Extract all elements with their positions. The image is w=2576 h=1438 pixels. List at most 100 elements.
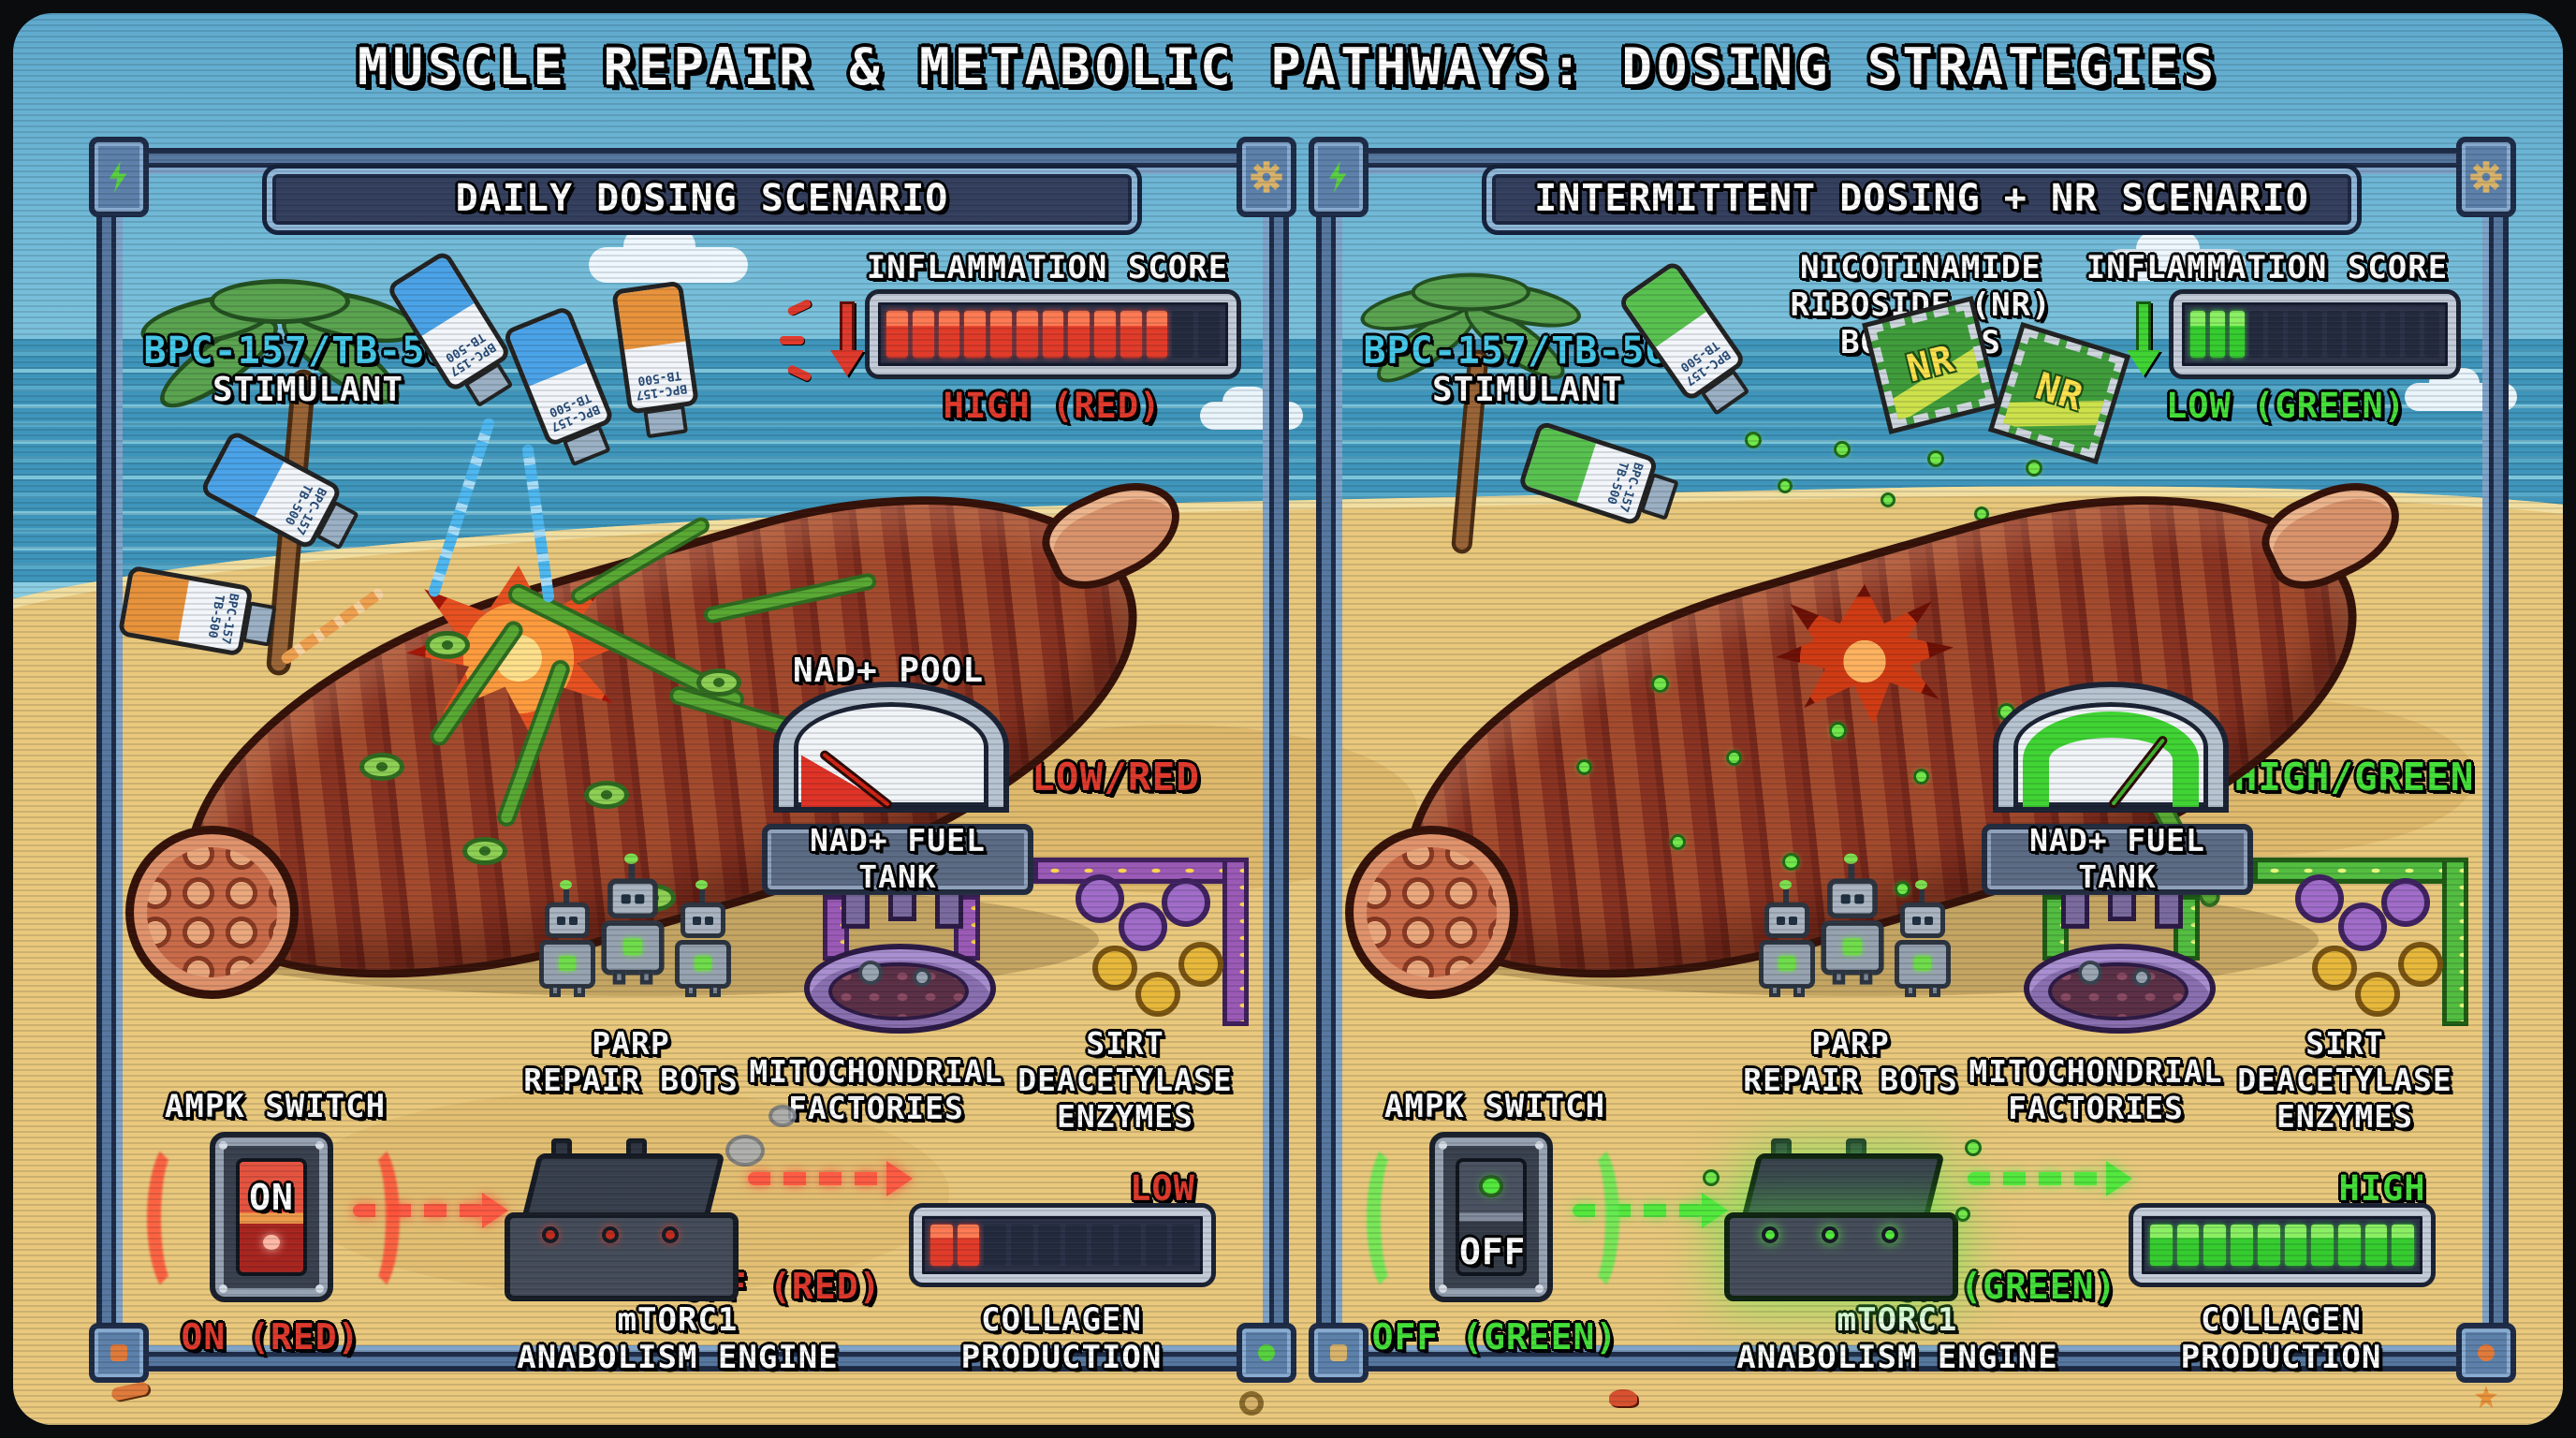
enzyme-bead-gold xyxy=(1178,942,1223,987)
vial-label: BPC-157 TB-500 xyxy=(204,592,242,646)
enzyme-bead-purple xyxy=(1162,878,1210,927)
nad-fuel-tank-plate: NAD+ FUEL TANK xyxy=(762,822,1033,895)
vial-liquid xyxy=(1523,426,1596,503)
switch-indicator-light xyxy=(1483,1179,1500,1194)
gear-icon xyxy=(913,968,931,987)
inflammation-label: INFLAMMATION SCORE xyxy=(2086,249,2449,286)
meter-cell xyxy=(2284,1225,2307,1266)
repair-bot xyxy=(537,880,597,997)
switch-glow-arc xyxy=(1563,1138,1619,1298)
meter-cell xyxy=(957,1225,980,1266)
ampk-status: ON (RED) xyxy=(181,1316,360,1357)
ampk-label: AMPK SWITCH xyxy=(164,1088,387,1125)
bot-body xyxy=(539,940,595,997)
mitochondria-factory xyxy=(804,880,996,1034)
screw xyxy=(315,1141,324,1150)
meter-cell xyxy=(1037,1225,1061,1266)
inflammation-meter xyxy=(870,294,1237,374)
bot-head xyxy=(607,878,658,919)
bot-eye xyxy=(569,917,578,925)
inflammation-meter xyxy=(2174,294,2456,374)
enzyme-bead-purple xyxy=(1076,874,1124,923)
vial-liquid xyxy=(616,286,686,350)
meter-cell xyxy=(1172,311,1194,358)
gear-icon xyxy=(2132,968,2151,987)
meter-cell xyxy=(2288,311,2304,358)
corner-plate xyxy=(2456,137,2516,217)
meter-cell xyxy=(1120,311,1142,358)
switch-indicator-light xyxy=(263,1235,280,1250)
bot-leg xyxy=(685,984,696,997)
meter-cell xyxy=(2307,311,2322,358)
bot-leg xyxy=(639,969,653,985)
decor-crab-icon xyxy=(1609,1389,1637,1406)
meter-cell xyxy=(1198,311,1220,358)
vial-label: BPC-157 TB-500 xyxy=(635,367,688,403)
collagen-meter xyxy=(914,1208,1211,1283)
meter-cell xyxy=(1016,311,1038,358)
panel-header: INTERMITTENT DOSING + NR SCENARIO xyxy=(1486,169,2357,230)
sirt-enzymes xyxy=(1057,874,1235,1034)
bot-eye xyxy=(1854,894,1865,904)
arrow-shaft xyxy=(840,301,855,354)
lightning-icon xyxy=(1329,161,1347,193)
bot-heart xyxy=(559,956,576,971)
bot-eye xyxy=(1789,917,1797,925)
panel-daily-dosing: BPC-157 TB-500 BPC-157 TB-500 BPC-157 TB… xyxy=(89,137,1296,1383)
engine-label: mTORC1 ANABOLISM ENGINE xyxy=(1736,1301,2058,1377)
bot-eye xyxy=(635,894,645,904)
engine-base xyxy=(1724,1212,1958,1301)
bot-heart xyxy=(1842,938,1863,956)
meter-cell xyxy=(1118,1225,1141,1266)
meter-cell xyxy=(2257,1225,2280,1266)
inflammation-label: INFLAMMATION SCORE xyxy=(866,249,1229,286)
switch-state-text: OFF xyxy=(1459,1231,1527,1272)
meter-cell xyxy=(2405,311,2421,358)
meter-cell xyxy=(1172,1225,1195,1266)
bot-heart xyxy=(1778,956,1795,971)
ampk-label: AMPK SWITCH xyxy=(1383,1088,1606,1125)
mito-label: MITOCHONDRIAL FACTORIES xyxy=(1969,1053,2223,1126)
meter-cell xyxy=(1068,311,1090,358)
factory-inner xyxy=(2048,962,2188,1020)
mtorc1-engine xyxy=(1705,1138,1979,1301)
inflammation-status: HIGH (RED) xyxy=(943,386,1162,426)
bot-leg xyxy=(1859,969,1873,985)
meter-cell xyxy=(912,311,934,358)
enzyme-bead-purple xyxy=(1119,902,1167,951)
corner-plate xyxy=(1237,1323,1296,1383)
alert-dash xyxy=(780,336,804,345)
collagen-meter xyxy=(2133,1208,2431,1283)
bot-body xyxy=(1759,940,1815,997)
bot-leg xyxy=(1832,969,1846,985)
meter-cell xyxy=(2231,1225,2253,1266)
bot-eye xyxy=(1912,917,1921,925)
meter-cell xyxy=(2229,311,2245,358)
nr-sparkle xyxy=(1673,837,1683,847)
switch-glow-arc xyxy=(344,1138,400,1298)
bot-body xyxy=(1895,940,1951,997)
collagen-label: COLLAGEN PRODUCTION xyxy=(2180,1301,2382,1377)
nad-gauge xyxy=(1998,687,2223,811)
engine-light xyxy=(602,1226,619,1243)
bot-leg xyxy=(612,969,626,985)
meter-cell xyxy=(964,311,987,358)
switch-state-text: ON xyxy=(249,1177,294,1218)
meter-cell xyxy=(1094,311,1116,358)
meter-cell xyxy=(2176,1225,2200,1266)
arrow-head xyxy=(2127,350,2160,376)
meter-cell xyxy=(2190,311,2205,358)
meter-cell xyxy=(938,311,960,358)
engine-label: mTORC1 ANABOLISM ENGINE xyxy=(517,1301,839,1377)
corner-plate xyxy=(2456,1323,2516,1383)
palm-frond xyxy=(1411,272,1530,312)
inflammation-status: LOW (GREEN) xyxy=(2165,386,2407,426)
screw xyxy=(219,1284,227,1293)
corner-plate xyxy=(1309,1323,1368,1383)
bot-leg xyxy=(549,984,561,997)
gear-icon xyxy=(1251,161,1282,193)
screw xyxy=(1439,1141,1447,1150)
stimulant-role-label: STIMULANT xyxy=(1431,371,1624,409)
cell xyxy=(696,668,741,697)
meter-cell xyxy=(984,1225,1007,1266)
